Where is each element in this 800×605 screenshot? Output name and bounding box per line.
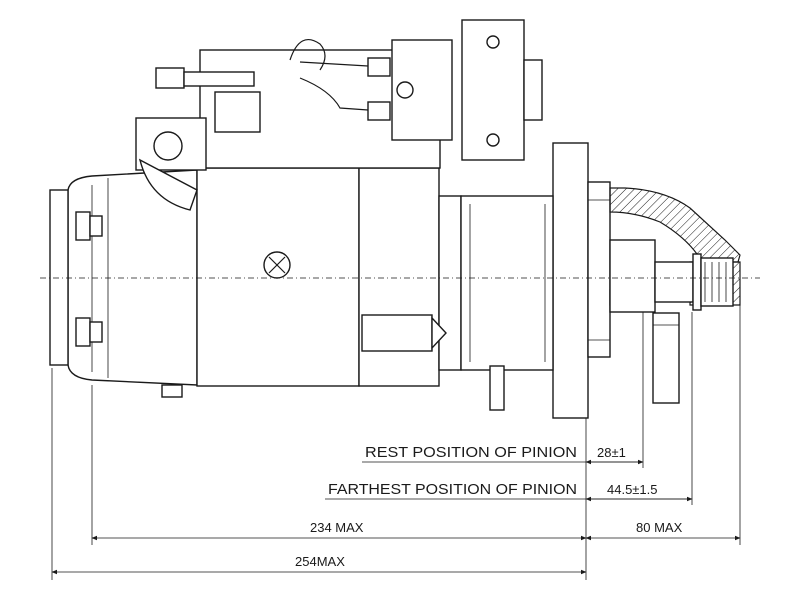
mounting-flange: [552, 142, 611, 419]
length-254-label: 254MAX: [295, 554, 345, 569]
length-80-label: 80 MAX: [636, 520, 683, 535]
slot-piece: [652, 312, 680, 404]
motor-body: [49, 167, 554, 411]
dimension-lines: [51, 305, 741, 580]
pinion-shaft: [609, 239, 734, 313]
farthest-position-value: 44.5±1.5: [607, 482, 658, 497]
solenoid-terminals: [135, 19, 543, 211]
length-234-label: 234 MAX: [310, 520, 364, 535]
farthest-position-label: FARTHEST POSITION OF PINION: [328, 481, 577, 498]
rest-position-value: 28±1: [597, 445, 626, 460]
rest-position-label: REST POSITION OF PINION: [365, 444, 577, 461]
